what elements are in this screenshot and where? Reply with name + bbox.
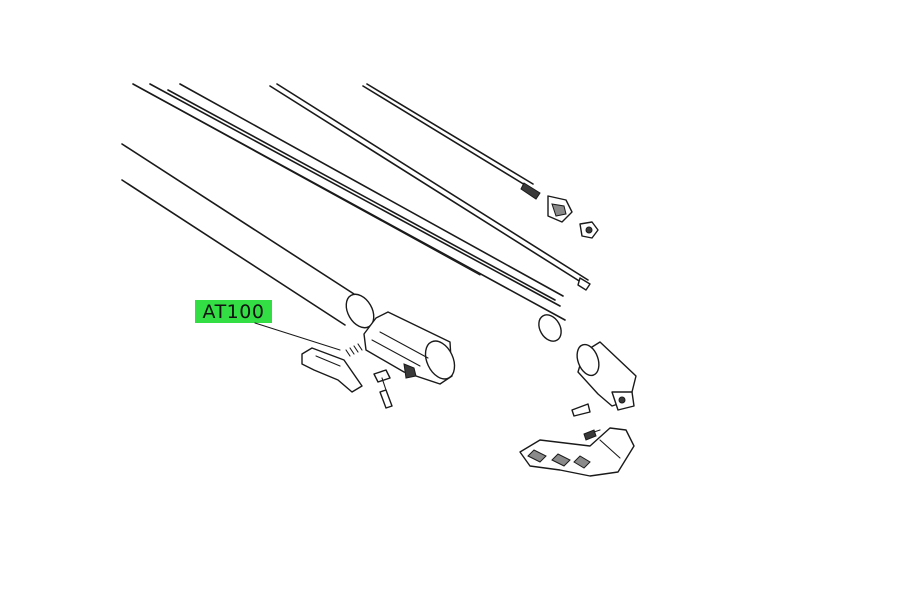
main-tube (121, 143, 375, 329)
dowel-pin (379, 389, 393, 409)
callout-highlight (195, 300, 272, 323)
callout-at100 (195, 300, 341, 351)
hex-nut (579, 221, 599, 239)
thin-rod (269, 83, 591, 291)
grooved-rail (132, 83, 566, 342)
small-screw (373, 369, 391, 391)
right-pin (571, 403, 591, 417)
threaded-rod (362, 83, 541, 200)
clamp-sleeve (576, 341, 637, 411)
spring (345, 343, 363, 357)
handle-housing (363, 311, 456, 385)
grip-handle (519, 427, 635, 477)
trigger-lever (301, 347, 363, 393)
right-screw (583, 429, 601, 441)
callout-leader-line (254, 322, 341, 351)
callout-label: AT100 (202, 300, 265, 323)
nut-block (547, 195, 573, 223)
